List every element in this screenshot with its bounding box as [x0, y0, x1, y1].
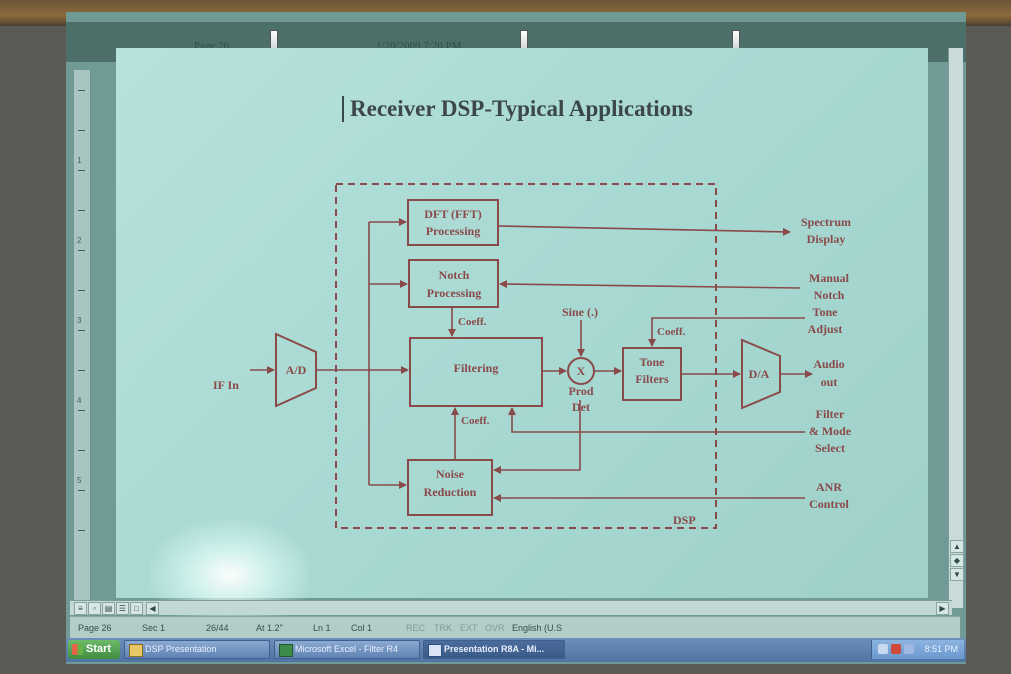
- audio-out-line1: Audio: [813, 357, 844, 371]
- manual-notch-line1: Manual: [809, 271, 850, 285]
- web-view-icon[interactable]: ▫: [88, 602, 101, 615]
- filtering-label: Filtering: [454, 361, 499, 375]
- system-tray: 8:51 PM: [871, 640, 964, 659]
- reading-view-icon[interactable]: □: [130, 602, 143, 615]
- status-page-count: 26/44: [206, 623, 229, 633]
- filter-mode-line2: & Mode: [809, 424, 852, 438]
- status-ext[interactable]: EXT: [460, 623, 478, 633]
- tone-filters-line1: Tone: [640, 355, 666, 369]
- input-label: IF In: [213, 378, 239, 392]
- status-language[interactable]: English (U.S: [512, 623, 563, 633]
- dsp-label: DSP: [673, 513, 696, 527]
- status-bar: Page 26 Sec 1 26/44 At 1.2" Ln 1 Col 1 R…: [70, 616, 960, 639]
- taskbar-item-label: Presentation R8A - Mi...: [444, 644, 545, 654]
- dft-block: [407, 199, 499, 246]
- status-at: At 1.2": [256, 623, 283, 633]
- start-label: Start: [86, 643, 112, 655]
- folder-icon: [129, 644, 143, 657]
- multiplier-symbol: X: [577, 364, 586, 378]
- prod-det-line1: Prod: [568, 384, 593, 398]
- security-shield-icon[interactable]: [891, 644, 901, 654]
- noise-reduction-block: [407, 459, 493, 516]
- taskbar-item-label: DSP Presentation: [145, 644, 217, 654]
- outline-view-icon[interactable]: ☰: [116, 602, 129, 615]
- prev-page-icon[interactable]: ◆: [950, 554, 964, 567]
- ruler-number: 4: [77, 396, 82, 405]
- manual-notch-line2: Notch: [814, 288, 845, 302]
- da-label: D/A: [749, 367, 770, 381]
- spectrum-display-line1: Spectrum: [801, 215, 851, 229]
- scroll-right-icon[interactable]: ▶: [936, 602, 949, 615]
- taskbar-item-excel[interactable]: Microsoft Excel - Filter R4: [274, 640, 420, 659]
- coeff-noise-label: Coeff.: [461, 415, 490, 427]
- clock[interactable]: 8:51 PM: [924, 644, 958, 654]
- ruler-number: 1: [77, 156, 82, 165]
- taskbar: Start DSP Presentation Microsoft Excel -…: [66, 638, 966, 662]
- tone-adjust-line1: Tone: [813, 305, 839, 319]
- page-title: Receiver DSP-Typical Applications: [350, 96, 693, 121]
- anr-control-line1: ANR: [816, 480, 842, 494]
- print-view-icon[interactable]: ▤: [102, 602, 115, 615]
- taskbar-item-presentation[interactable]: Presentation R8A - Mi...: [423, 640, 565, 659]
- status-ovr[interactable]: OVR: [485, 623, 505, 633]
- word-document-icon: [428, 644, 442, 657]
- spectrum-display-line2: Display: [807, 232, 846, 246]
- tone-filters-line2: Filters: [635, 372, 669, 386]
- ad-label: A/D: [286, 363, 307, 377]
- start-button[interactable]: Start: [68, 640, 120, 659]
- notch-label-line1: Notch: [439, 268, 470, 282]
- tray-arrow-icon[interactable]: [878, 644, 888, 654]
- network-icon[interactable]: [904, 644, 914, 654]
- ad-converter-block: [275, 332, 317, 408]
- noise-label-line1: Noise: [436, 467, 465, 481]
- sine-label: Sine (.): [562, 305, 598, 319]
- anr-control-line2: Control: [809, 497, 849, 511]
- excel-icon: [279, 644, 293, 657]
- taskbar-item-dsp-presentation[interactable]: DSP Presentation: [124, 640, 270, 659]
- ruler-number: 5: [77, 476, 82, 485]
- ruler-number: 2: [77, 236, 82, 245]
- audio-out-line2: out: [821, 375, 838, 389]
- filter-mode-line3: Select: [815, 441, 845, 455]
- text-cursor: [342, 96, 344, 122]
- filter-mode-line1: Filter: [816, 407, 845, 421]
- status-col: Col 1: [351, 623, 373, 633]
- taskbar-item-label: Microsoft Excel - Filter R4: [295, 644, 399, 654]
- noise-label-line2: Reduction: [424, 485, 477, 499]
- filtering-block: [409, 337, 543, 407]
- tone-adjust-line2: Adjust: [808, 322, 843, 336]
- dft-label-line2: Processing: [426, 224, 480, 238]
- document-page[interactable]: [116, 48, 928, 598]
- status-section: Sec 1: [142, 623, 166, 633]
- prod-det-line2: Det: [572, 400, 590, 414]
- vertical-scrollbar[interactable]: ▲ ◆ ▼: [948, 48, 964, 608]
- status-page: Page 26: [78, 623, 112, 633]
- windows-logo-icon: [72, 644, 83, 655]
- next-page-icon[interactable]: ▼: [950, 568, 964, 581]
- notch-block: [408, 259, 499, 308]
- coeff-tone-label: Coeff.: [657, 326, 686, 338]
- vertical-ruler: 1 2 3 4 5: [74, 70, 91, 600]
- status-trk[interactable]: TRK: [434, 623, 452, 633]
- scroll-up-icon[interactable]: ▲: [950, 540, 964, 553]
- ruler-number: 3: [77, 316, 82, 325]
- coeff-notch-label: Coeff.: [458, 316, 487, 328]
- notch-label-line2: Processing: [427, 286, 481, 300]
- scroll-left-icon[interactable]: ◀: [146, 602, 159, 615]
- dft-label-line1: DFT (FFT): [424, 207, 481, 221]
- status-rec[interactable]: REC: [406, 623, 426, 633]
- horizontal-scrollbar[interactable]: ≡ ▫ ▤ ☰ □ ◀ ▶: [70, 600, 952, 615]
- status-line: Ln 1: [313, 623, 331, 633]
- dsp-boundary: [335, 183, 717, 529]
- normal-view-icon[interactable]: ≡: [74, 602, 87, 615]
- da-converter-block: [741, 338, 781, 410]
